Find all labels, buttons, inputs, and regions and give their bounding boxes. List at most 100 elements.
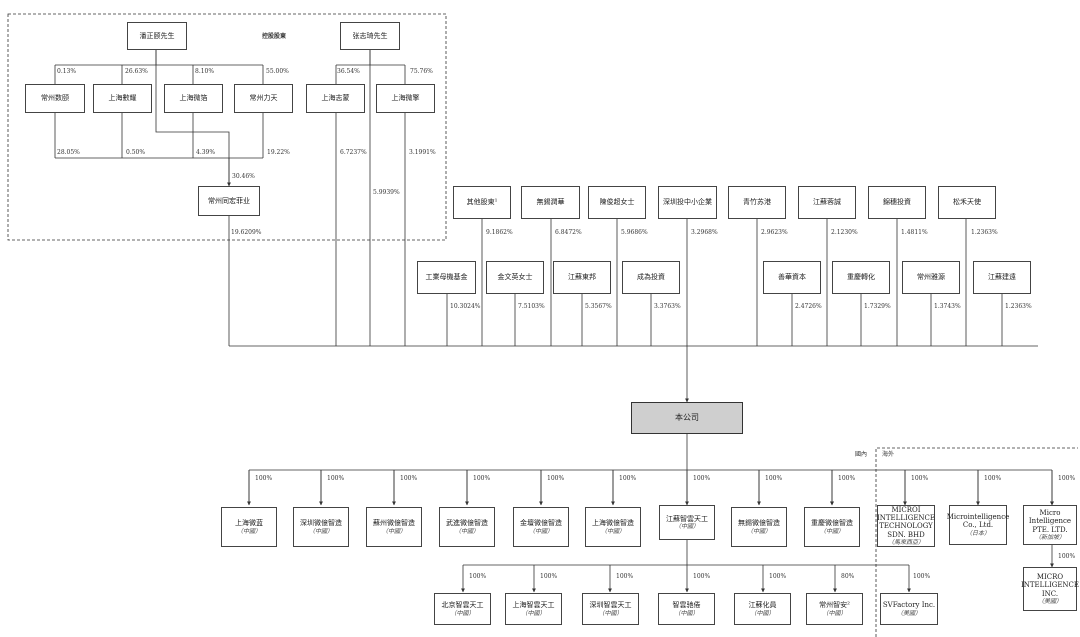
node-region: （中國） bbox=[308, 527, 333, 535]
node-label: 江蘇建遠 bbox=[988, 273, 1016, 282]
node-microintelligence-japan: Microintelligence Co., Ltd.（日本） bbox=[946, 505, 1010, 545]
node-label: 松禾天使 bbox=[953, 198, 981, 207]
node-chongqing-weiyi: 重慶微億智造（中國） bbox=[804, 507, 860, 547]
node-industrial-fund: 工業母機基金 bbox=[417, 261, 476, 294]
node-pan-zhengyi: 潘正颐先生 bbox=[127, 22, 187, 50]
node-label: Micro Intelligence PTE. LTD. bbox=[1028, 508, 1072, 534]
pct-shanhua-capital: 2.4726% bbox=[795, 303, 822, 310]
pct-shuyao-tonghong: 0.50% bbox=[126, 149, 146, 156]
pct-d4: 100% bbox=[473, 475, 491, 482]
pct-pan-shanghai-shuhan: 8.10% bbox=[195, 68, 215, 75]
node-region: （中國） bbox=[819, 527, 844, 535]
node-region: （中國） bbox=[598, 609, 623, 617]
pct-s6: 80% bbox=[841, 573, 855, 580]
node-label: 张志琦先生 bbox=[352, 31, 388, 40]
node-label: 錦穗投資 bbox=[883, 198, 911, 207]
node-jiangsu-zhiyun: 江蘇智雲天工（中國） bbox=[659, 505, 715, 540]
node-zhiyun-chijuan: 智雲驰倦（中國） bbox=[658, 593, 715, 625]
node-label: 蘇州微億智造 bbox=[373, 519, 415, 528]
overseas-frame bbox=[875, 447, 1078, 637]
node-microi-malaysia: MICROI INTELLIGENCE TECHNOLOGY SDN. BHD（… bbox=[877, 505, 935, 547]
node-shanghai-zhiyun: 上海智雲天工（中國） bbox=[505, 593, 562, 625]
pct-shuyi-tonghong: 28.05% bbox=[57, 149, 80, 156]
pct-d3: 100% bbox=[400, 475, 418, 482]
node-changzhou-yayuan: 常州雅源 bbox=[902, 261, 960, 294]
pct-d6: 100% bbox=[619, 475, 637, 482]
node-label: 上海微億智造 bbox=[592, 519, 634, 528]
pct-pan-shanghai-shuyao: 26.63% bbox=[125, 68, 148, 75]
node-other-shareholders: 其他股東¹ bbox=[453, 186, 511, 219]
pct-s1: 100% bbox=[469, 573, 487, 580]
node-label: 重慶微億智造 bbox=[811, 519, 853, 528]
pct-o2: 100% bbox=[984, 475, 1002, 482]
pct-zhang-shanghai-zhimeng: 36.54% bbox=[337, 68, 360, 75]
node-chongqing-zhuanhua: 重慶轉化 bbox=[832, 261, 890, 294]
pct-s7: 100% bbox=[913, 573, 931, 580]
node-label: 深圳智雲天工 bbox=[589, 601, 632, 610]
pct-s5: 100% bbox=[769, 573, 787, 580]
node-label: 江蘇東邦 bbox=[568, 273, 596, 282]
pct-shuhan-tonghong: 4.39% bbox=[196, 149, 216, 156]
node-jiangsu-dongbang: 江蘇東邦 bbox=[553, 261, 611, 294]
node-label: 江蘇化員 bbox=[748, 601, 777, 610]
node-label: Microintelligence Co., Ltd. bbox=[946, 513, 1010, 530]
node-jiangsu-huayuan: 江蘇化員（中國） bbox=[734, 593, 791, 625]
node-label: 其他股東¹ bbox=[466, 198, 498, 207]
node-shanghai-zhimeng: 上海志蒙 bbox=[306, 84, 365, 113]
node-region: （新加坡） bbox=[1034, 533, 1065, 541]
node-jin-wenying: 金文英女士 bbox=[486, 261, 544, 294]
pct-s2: 100% bbox=[540, 573, 558, 580]
pct-wuxi-runhua: 6.8472% bbox=[555, 229, 582, 236]
node-label: MICRO INTELLIGENCE INC. bbox=[1021, 572, 1080, 598]
node-zhang-zhiqi: 张志琦先生 bbox=[340, 22, 400, 50]
pct-d7: 100% bbox=[693, 475, 711, 482]
node-label: 無錫微億智造 bbox=[738, 519, 780, 528]
node-jintan-weiyi: 金壇微億智造（中國） bbox=[513, 507, 569, 547]
node-label: 上海微擎 bbox=[391, 94, 420, 103]
node-label: MICROI INTELLIGENCE TECHNOLOGY SDN. BHD bbox=[877, 505, 936, 539]
node-changzhou-zhian: 常州智安²（中國） bbox=[806, 593, 863, 625]
edge-row2-down bbox=[446, 294, 1003, 346]
node-suzhou-weiyi: 蘇州微億智造（中國） bbox=[366, 507, 422, 547]
node-qingzhu: 青竹苏港 bbox=[728, 186, 786, 219]
node-shenzhen-weiyi: 深圳微億智造（中國） bbox=[293, 507, 349, 547]
node-region: （中國） bbox=[600, 527, 625, 535]
node-region: （中國） bbox=[746, 527, 771, 535]
controlling-shareholders-frame bbox=[7, 13, 447, 241]
pct-songhe-angel: 1.2363% bbox=[971, 229, 998, 236]
pct-litian-tonghong: 19.22% bbox=[267, 149, 290, 156]
node-label: 金文英女士 bbox=[497, 273, 533, 282]
node-label: 深圳投中小企業 bbox=[663, 198, 712, 207]
pct-qingzhu: 2.9623% bbox=[761, 229, 788, 236]
node-chen-junchao: 陳俊超女士 bbox=[588, 186, 646, 219]
node-region: （中國） bbox=[454, 527, 479, 535]
pct-o3: 100% bbox=[1058, 475, 1076, 482]
node-label: 常州智安² bbox=[819, 601, 850, 610]
node-label: 江蘇智雲天工 bbox=[666, 514, 708, 523]
edge-pan-to-tongsu bbox=[155, 50, 231, 187]
node-label: 深圳微億智造 bbox=[300, 519, 342, 528]
node-region: （中國） bbox=[450, 609, 475, 617]
pct-d5: 100% bbox=[547, 475, 565, 482]
overseas-label: 海外 bbox=[882, 451, 895, 458]
node-label: 智雲驰倦 bbox=[672, 601, 701, 610]
edge-pan-bus bbox=[54, 50, 264, 84]
edge-row1-down bbox=[481, 219, 967, 346]
pct-zhimeng-company: 6.7237% bbox=[340, 149, 367, 156]
node-label: 武進微億智造 bbox=[446, 519, 488, 528]
pct-d2: 100% bbox=[327, 475, 345, 482]
pct-o4: 100% bbox=[1058, 553, 1076, 560]
pct-pan-changzhou-litian: 55.00% bbox=[266, 68, 289, 75]
node-wuxi-runhua: 無錫潤華 bbox=[521, 186, 580, 219]
pct-zhang-company: 5.9939% bbox=[373, 189, 400, 196]
node-shanghai-shuyao: 上海數耀 bbox=[93, 84, 152, 113]
pct-s4: 100% bbox=[693, 573, 711, 580]
node-label: 善華資本 bbox=[778, 273, 806, 282]
node-region: （美國） bbox=[896, 609, 921, 617]
node-label: 北京智雲天工 bbox=[441, 601, 484, 610]
node-label: 上海志蒙 bbox=[321, 94, 350, 103]
pct-jiangsu-rongcheng: 2.1230% bbox=[831, 229, 858, 236]
node-label: 上海數耀 bbox=[108, 94, 137, 103]
node-changzhou-shuyi: 常州数颐 bbox=[25, 84, 85, 113]
node-label: 工業母機基金 bbox=[425, 273, 468, 282]
